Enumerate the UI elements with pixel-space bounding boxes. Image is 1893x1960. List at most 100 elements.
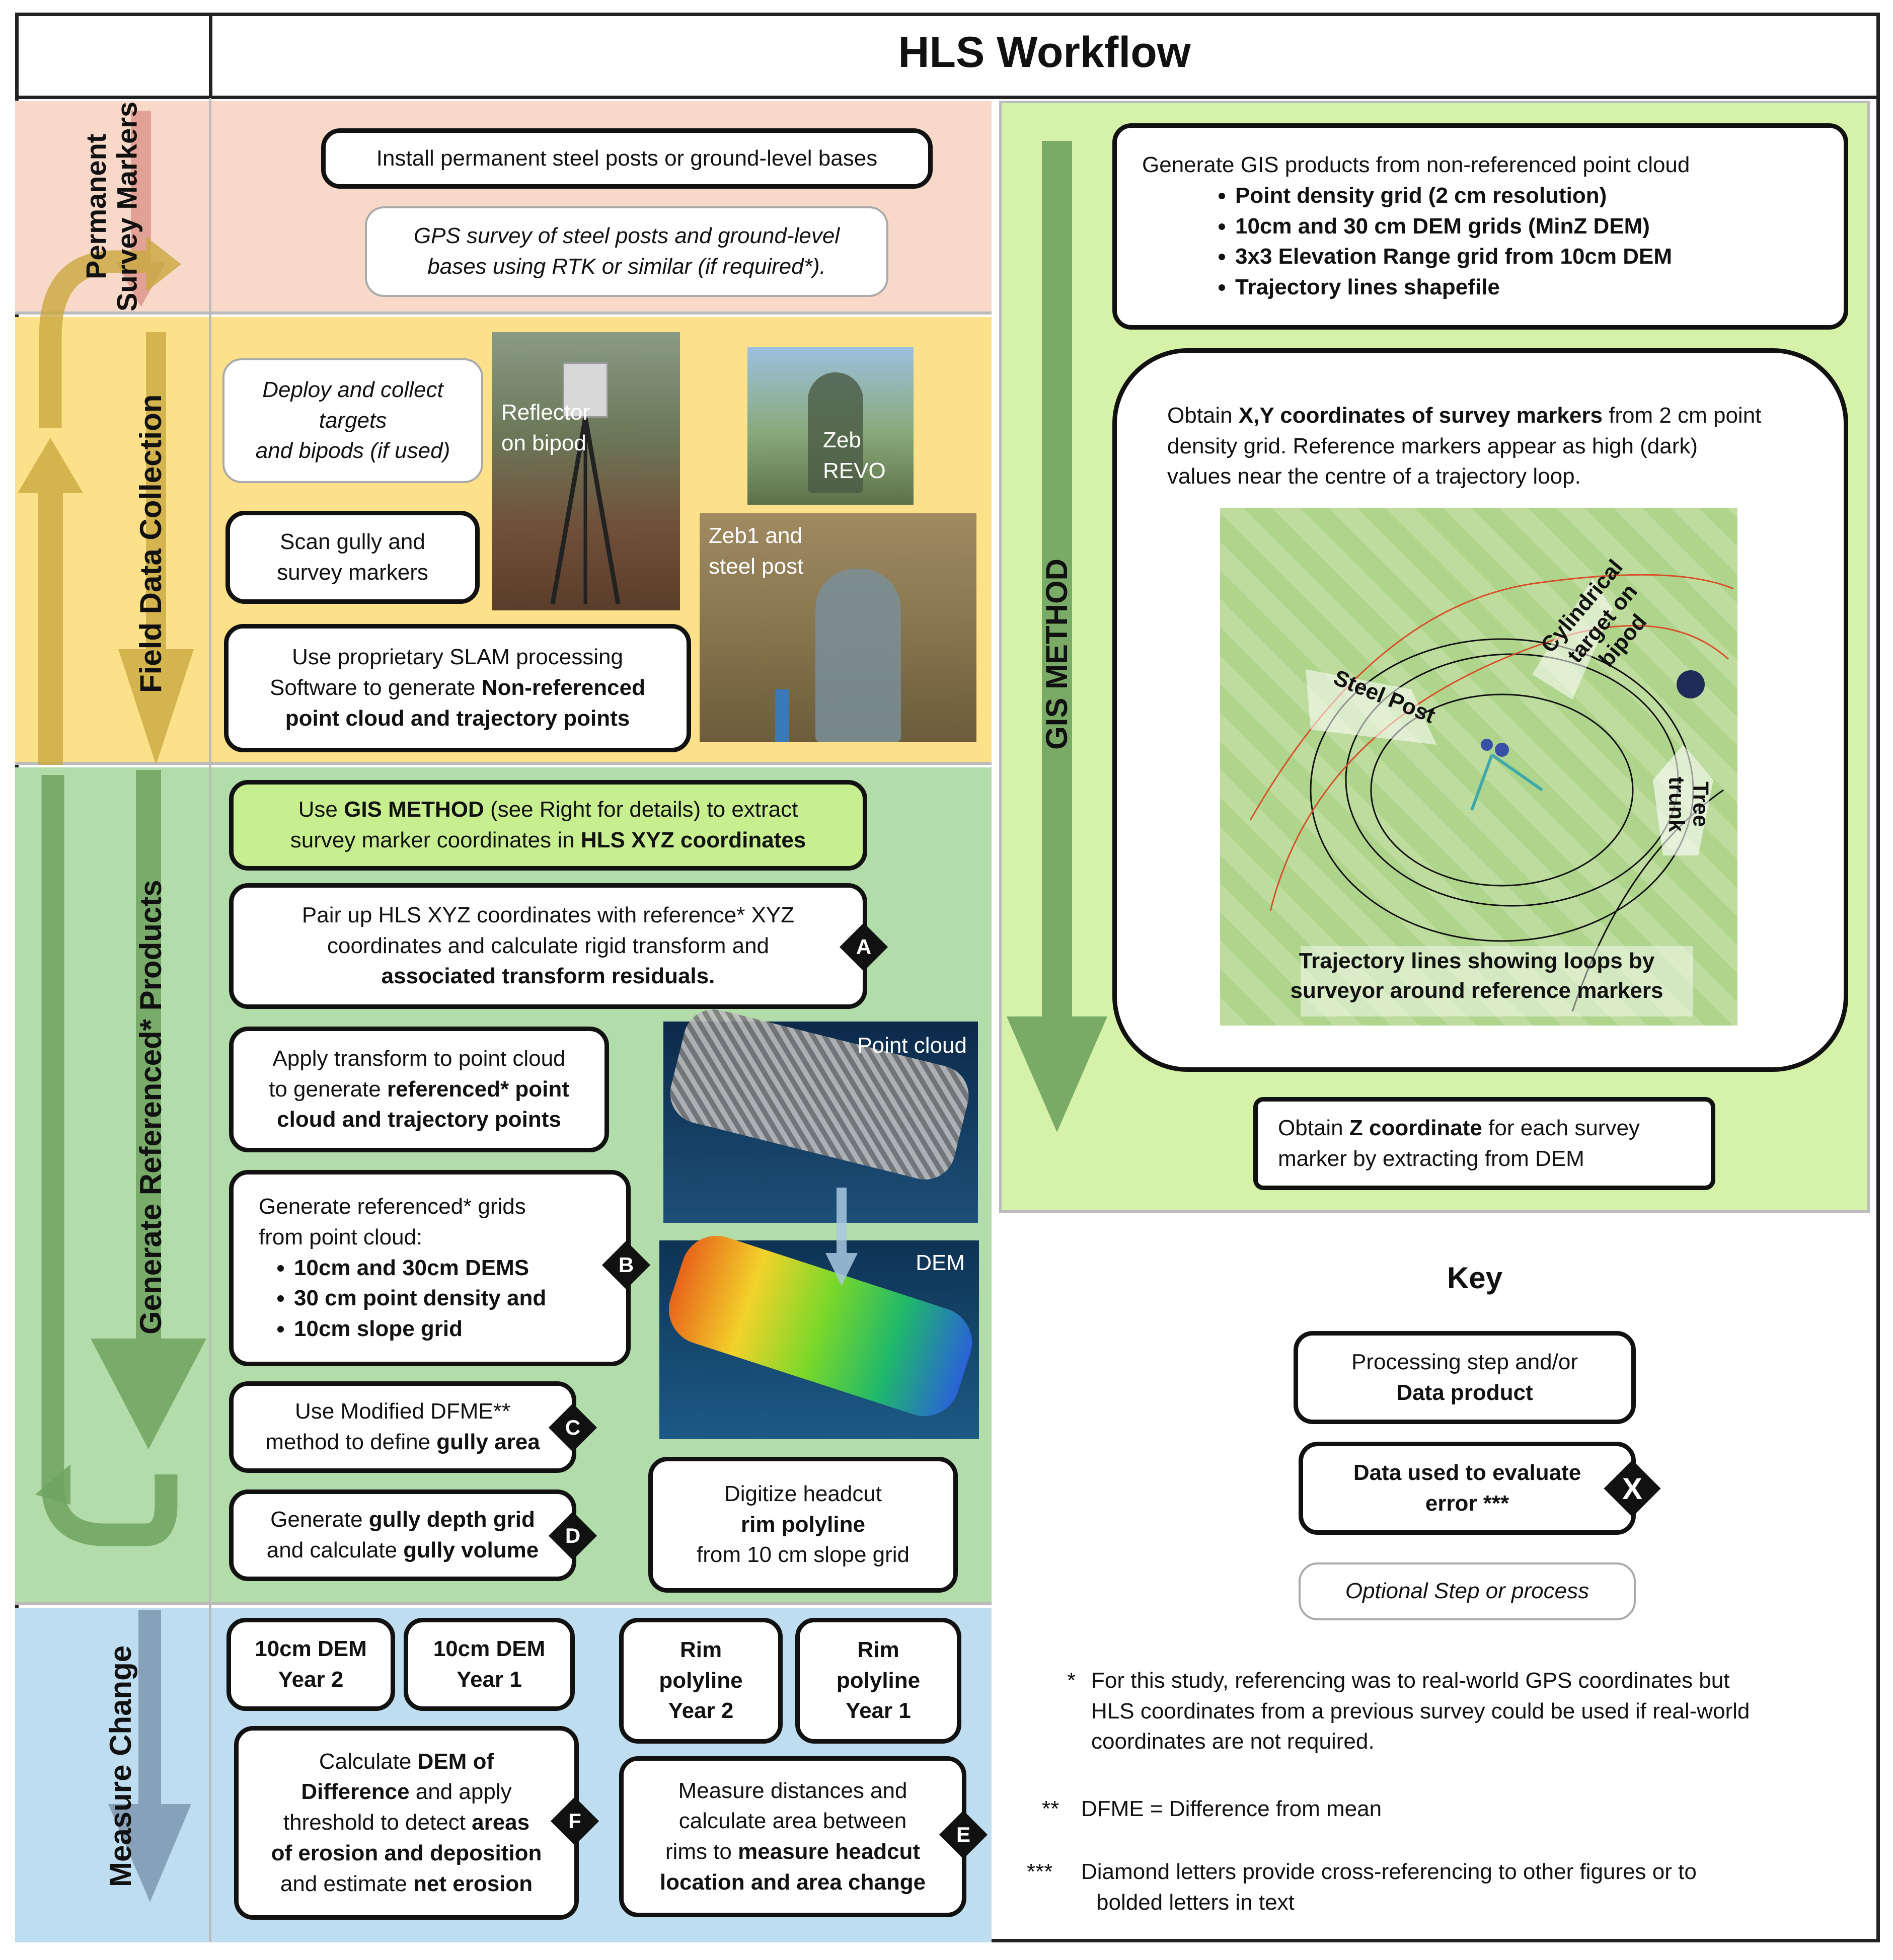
rim-year2-line-1: Rim <box>679 1637 722 1662</box>
key-optional-text: Optional Step or process <box>1345 1579 1589 1604</box>
dem-label: DEM <box>916 1250 965 1275</box>
dist-line-3b: measure headcut <box>738 1839 921 1864</box>
zeb-revo-label: Zeb REVO <box>823 428 886 483</box>
map-trajectory-line-2: surveyor around reference markers <box>1290 978 1663 1003</box>
dem-year1-line-1: 10cm DEM <box>433 1636 546 1661</box>
dod-line-3a: threshold to detect <box>283 1810 472 1835</box>
apply-line-2a: to generate <box>269 1076 387 1102</box>
dist-line-1: Measure distances and <box>678 1778 907 1803</box>
scan-line-1: Scan gully and <box>280 529 425 554</box>
point-cloud-image: Point cloud <box>663 1003 978 1223</box>
obtain-xy-1a: Obtain <box>1167 403 1239 428</box>
digitize-line-2: rim polyline <box>741 1512 865 1537</box>
gis-method-label: GIS METHOD <box>1034 528 1080 780</box>
map-tree-trunk-label: Tree trunk <box>1664 776 1713 832</box>
pair-coordinates-box: Pair up HLS XYZ coordinates with referen… <box>229 883 867 1009</box>
gis-extract-1c: (see Right for details) to extract <box>484 797 798 822</box>
dod-line-2a: Difference <box>301 1779 410 1805</box>
digitize-headcut-box: Digitize headcut rim polyline from 10 cm… <box>648 1457 958 1593</box>
reflector-label: Reflector on bipod <box>501 400 590 455</box>
obtain-z-1a: Obtain <box>1278 1115 1349 1140</box>
trajectory-map: Steel Post Cylindrical target on bipod T… <box>1220 508 1737 1026</box>
obtain-xy-3: values near the centre of a trajectory l… <box>1167 464 1581 489</box>
gis-product-4: Trajectory lines shapefile <box>1235 272 1672 303</box>
rim-year2-box: Rim polyline Year 2 <box>619 1618 783 1744</box>
rim-year2-line-3: Year 2 <box>668 1698 734 1723</box>
footnote-3: Diamond letters provide cross-referencin… <box>1081 1857 1866 1918</box>
diamond-c-letter: C <box>565 1416 581 1439</box>
gps-survey-line-1: GPS survey of steel posts and ground-lev… <box>413 223 840 249</box>
gis-products-list: Point density grid (2 cm resolution) 10c… <box>1142 181 1672 303</box>
field-section-label: Field Data Collection <box>128 342 174 745</box>
dem-year2-line-1: 10cm DEM <box>255 1636 367 1661</box>
gis-products-box: Generate GIS products from non-reference… <box>1112 123 1848 330</box>
install-posts-text: Install permanent steel posts or ground-… <box>376 145 878 171</box>
generate-down-arrow-icon <box>91 770 206 1449</box>
dist-line-2: calculate area between <box>678 1809 907 1834</box>
generate-section-text: Generate Referenced* Products <box>134 880 168 1335</box>
slam-line-1: Use proprietary SLAM processing <box>292 645 623 670</box>
footnote-1-mark: * <box>1067 1668 1076 1693</box>
grids-item-3: 10cm slope grid <box>294 1314 546 1345</box>
key-error-line-1: Data used to evaluate <box>1353 1460 1581 1485</box>
key-error-line-2: error *** <box>1425 1491 1509 1516</box>
key-diamond-x-letter: X <box>1622 1471 1643 1506</box>
section-arrows <box>18 111 206 1902</box>
page-title: HLS Workflow <box>898 28 1191 76</box>
footnote-2-mark: ** <box>1042 1796 1059 1821</box>
zeb1-person-icon <box>815 569 901 742</box>
zeb-revo-person-icon <box>808 372 863 493</box>
apply-line-1: Apply transform to point cloud <box>272 1046 566 1071</box>
deploy-line-2: targets <box>319 408 387 433</box>
obtain-z-1b: Z coordinate <box>1349 1115 1482 1140</box>
dem-image: DEM <box>659 1226 981 1439</box>
field-down-arrow-icon <box>118 332 194 765</box>
zeb1-label: Zeb1 and steel post <box>709 523 804 579</box>
slam-line-2a: Software to generate <box>270 675 482 700</box>
footnote-1-line-2: HLS coordinates from a previous survey c… <box>1091 1698 1750 1723</box>
dem-of-difference-box: Calculate DEM of Difference and apply th… <box>234 1726 579 1920</box>
digitize-line-3: from 10 cm slope grid <box>696 1542 910 1567</box>
obtain-z-2: marker by extracting from DEM <box>1278 1146 1584 1171</box>
bipod-icon <box>550 418 621 604</box>
slam-line-2b: Non-referenced <box>481 675 645 700</box>
dod-line-3b: areas <box>472 1810 530 1835</box>
key-title: Key <box>1447 1261 1503 1295</box>
obtain-xy-1c: from 2 cm point <box>1602 403 1762 428</box>
footnote-3-line-2: bolded letters in text <box>1096 1890 1295 1915</box>
digitize-line-1: Digitize headcut <box>724 1481 882 1506</box>
generate-loop-icon <box>41 775 178 1546</box>
dfme-line-2a: method to define <box>265 1430 437 1454</box>
grids-list: 10cm and 30cm DEMS 30 cm point density a… <box>259 1253 546 1345</box>
gis-extract-box: Use GIS METHOD (see Right for details) t… <box>229 780 867 871</box>
grids-line-1: Generate referenced* grids <box>259 1194 526 1219</box>
cloud-to-dem-arrow-icon <box>825 1188 858 1286</box>
diamond-b-letter: B <box>618 1253 634 1277</box>
diamond-a-letter: A <box>856 935 872 959</box>
dod-line-1b: DEM of <box>417 1749 494 1774</box>
slam-line-3: point cloud and trajectory points <box>285 705 630 731</box>
apply-transform-box: Apply transform to point cloud to genera… <box>229 1027 609 1152</box>
grids-item-1: 10cm and 30cm DEMS <box>294 1253 546 1284</box>
field-up-arrow-icon <box>18 438 83 765</box>
scan-gully-box: Scan gully and survey markers <box>225 511 480 604</box>
dfme-line-1: Use Modified DFME** <box>295 1399 510 1424</box>
dem-year2-line-2: Year 2 <box>278 1667 344 1692</box>
diamond-f-letter: F <box>568 1809 581 1833</box>
gis-product-2: 10cm and 30 cm DEM grids (MinZ DEM) <box>1235 211 1672 242</box>
gully-depth-box: Generate gully depth grid and calculate … <box>229 1489 576 1581</box>
footnote-1-line-3: coordinates are not required. <box>1091 1729 1375 1754</box>
generate-section-label: Generate Referenced* Products <box>128 805 174 1409</box>
reflector-photo: Reflector on bipod <box>492 332 680 610</box>
field-loop-head-icon <box>146 237 181 292</box>
title-row-divider <box>15 96 1880 99</box>
gis-down-arrow-icon <box>1007 141 1107 1132</box>
gis-method-text: GIS METHOD <box>1040 559 1074 750</box>
key-optional-box: Optional Step or process <box>1299 1562 1636 1620</box>
zeb-revo-photo: Zeb REVO <box>747 347 914 505</box>
key-processing-line-2: Data product <box>1396 1380 1533 1405</box>
dod-line-2b: and apply <box>409 1779 512 1805</box>
footnote-3-line-1: Diamond letters provide cross-referencin… <box>1081 1859 1697 1884</box>
deploy-line-1: Deploy and collect <box>262 377 443 402</box>
footnote-3-mark: *** <box>1027 1859 1053 1884</box>
